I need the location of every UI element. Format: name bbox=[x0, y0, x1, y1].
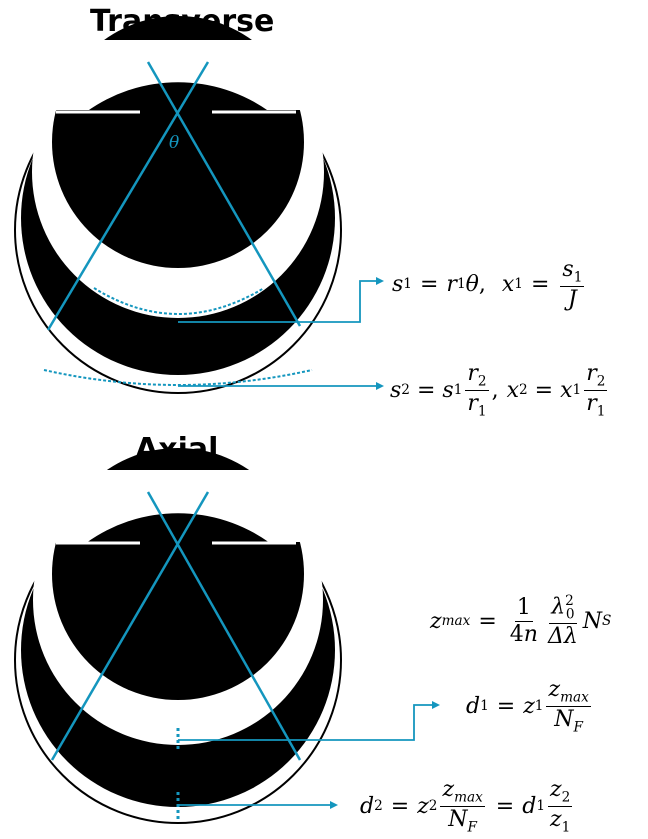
s1-pointer bbox=[178, 280, 378, 323]
inner-arc-s1 bbox=[93, 287, 265, 315]
theta-label: θ bbox=[169, 133, 179, 153]
axial-top-cut bbox=[0, 470, 648, 542]
transverse-eye: θ bbox=[0, 16, 648, 394]
transverse-ray-right bbox=[46, 61, 210, 331]
d2-arrowhead bbox=[330, 801, 338, 809]
s1-arrowhead bbox=[376, 277, 384, 285]
s2-arrowhead bbox=[376, 382, 384, 390]
d1-arrowhead bbox=[432, 701, 440, 709]
axial-upper-cap bbox=[86, 513, 270, 543]
d1-pointer bbox=[178, 704, 432, 741]
transverse-upper-cap bbox=[86, 82, 270, 112]
outer-arc-s2 bbox=[43, 369, 313, 386]
axial-ray-right bbox=[50, 491, 210, 761]
axial-ray-left bbox=[146, 491, 302, 761]
transverse-ray-left bbox=[146, 61, 302, 327]
transverse-top-cut bbox=[0, 40, 648, 110]
axial-eye bbox=[0, 448, 648, 824]
